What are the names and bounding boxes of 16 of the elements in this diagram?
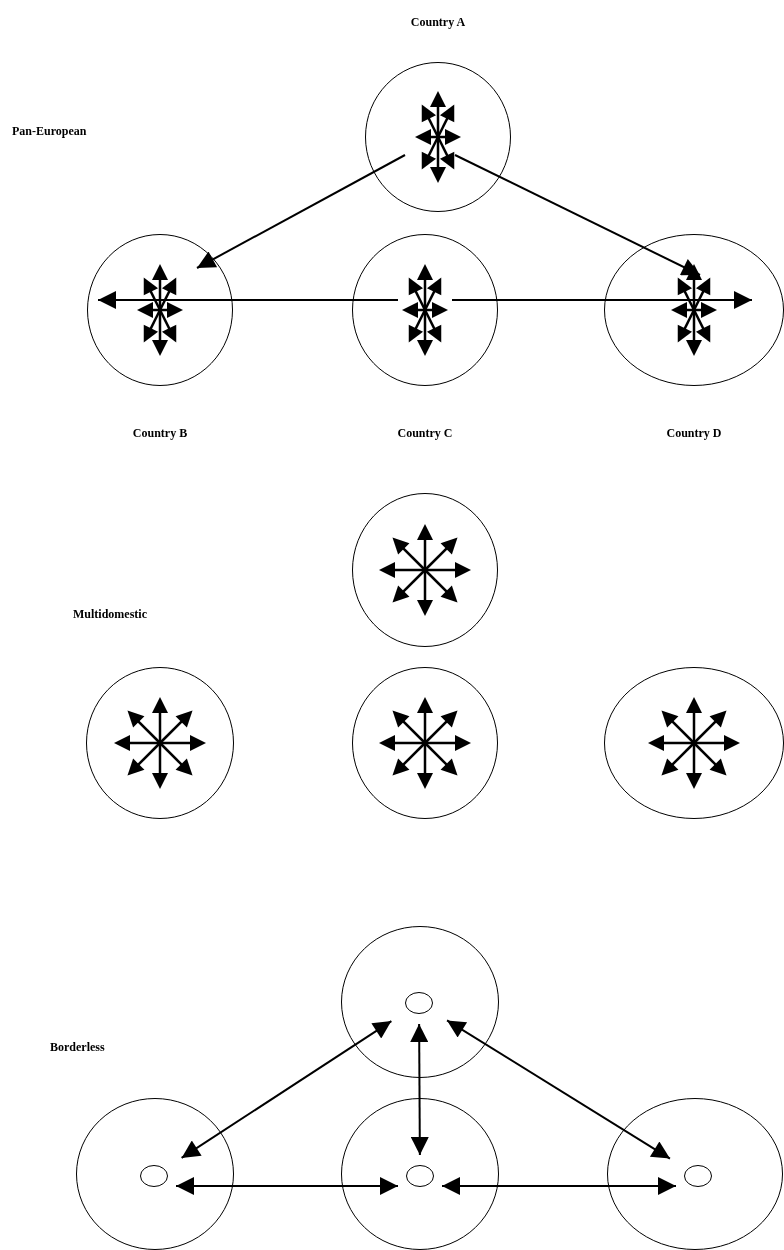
country-label: Country B (132, 426, 188, 441)
arrow (410, 1023, 429, 1156)
arrow (446, 1019, 671, 1160)
section-heading: Borderless (50, 1040, 105, 1055)
arrow (180, 1020, 393, 1159)
arrow (196, 154, 406, 269)
country-label: Country A (410, 15, 466, 30)
section-heading: Multidomestic (73, 607, 147, 622)
country-label: Country C (397, 426, 453, 441)
arrow (441, 1177, 677, 1195)
country-label: Country D (666, 426, 722, 441)
section-heading: Pan-European (12, 124, 87, 139)
arrow (97, 291, 399, 309)
arrow (454, 154, 701, 276)
arrow (175, 1177, 399, 1195)
arrow (451, 291, 753, 309)
